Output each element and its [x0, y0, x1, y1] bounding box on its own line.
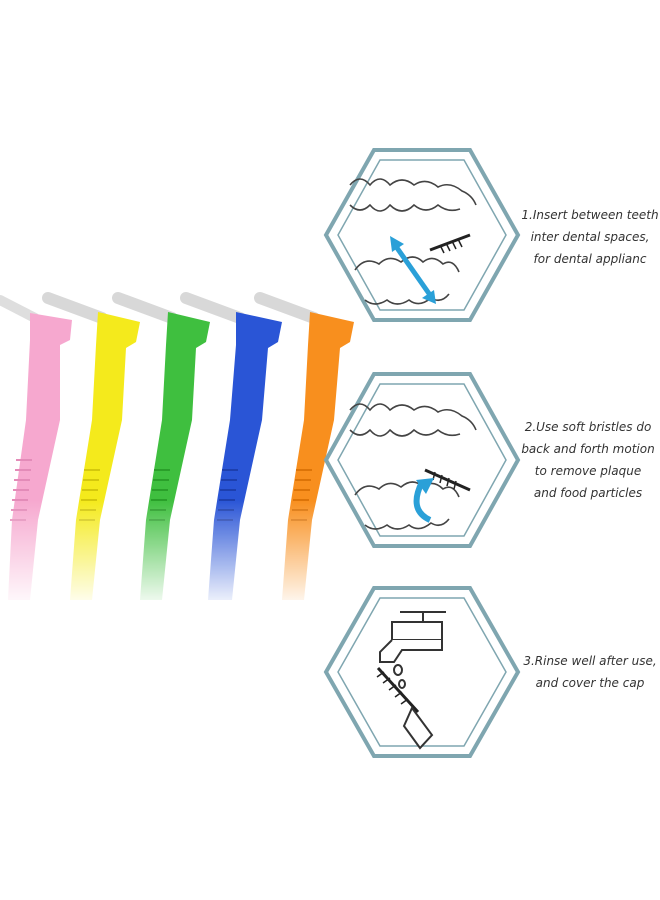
teeth-insert-icon: [349, 178, 477, 305]
step-2-hexagon: [323, 372, 521, 548]
teeth-brush-motion-icon: [349, 403, 477, 530]
faucet-rinse-icon: [376, 611, 446, 750]
step-3-hexagon: [323, 586, 521, 758]
step-3-instruction: 3.Rinse well after use, and cover the ca…: [523, 654, 657, 690]
step-1-instruction: 1.Insert between teeth inter dental spac…: [521, 208, 659, 266]
step-1-hexagon: [323, 148, 521, 322]
step-2-instruction: 2.Use soft bristles do back and forth mo…: [521, 420, 655, 500]
curved-arrow-icon: [413, 478, 434, 523]
bidirectional-arrow-icon: [390, 236, 436, 304]
